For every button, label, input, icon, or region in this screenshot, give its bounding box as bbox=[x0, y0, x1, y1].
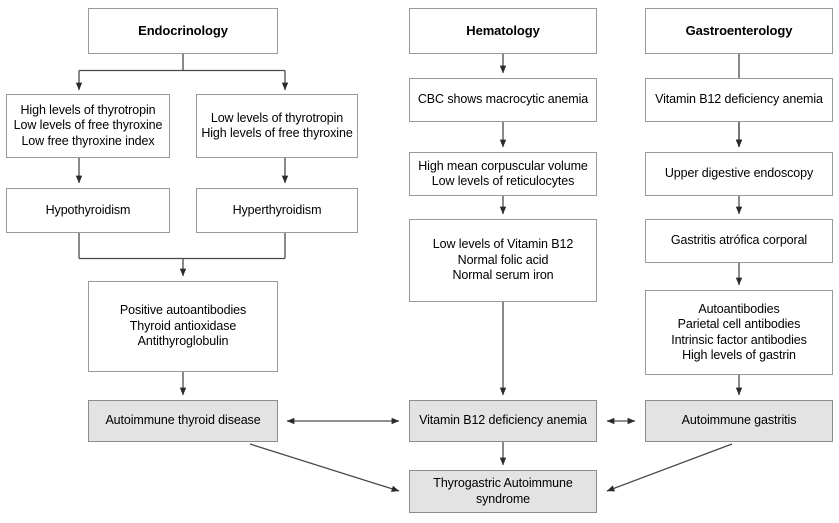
node-thyroid-autoantibodies[interactable]: Positive autoantibodies Thyroid antioxid… bbox=[88, 281, 278, 372]
node-hyperthyroidism[interactable]: Hyperthyroidism bbox=[196, 188, 358, 233]
node-cbc-macrocytic-anemia[interactable]: CBC shows macrocytic anemia bbox=[409, 78, 597, 122]
node-autoimmune-thyroid-disease[interactable]: Autoimmune thyroid disease bbox=[88, 400, 278, 442]
node-thyrogastric-autoimmune-syndrome[interactable]: Thyrogastric Autoimmune syndrome bbox=[409, 470, 597, 513]
node-hyperthyroid-labs[interactable]: Low levels of thyrotropin High levels of… bbox=[196, 94, 358, 158]
node-upper-digestive-endoscopy[interactable]: Upper digestive endoscopy bbox=[645, 152, 833, 196]
node-mcv-reticulocytes[interactable]: High mean corpuscular volume Low levels … bbox=[409, 152, 597, 196]
node-endocrinology-header[interactable]: Endocrinology bbox=[88, 8, 278, 54]
edge-atd-to-syndrome-diagonal bbox=[249, 443, 400, 492]
edge-gastritis-to-syndrome-diagonal bbox=[606, 443, 733, 492]
node-gastro-b12-deficiency-anemia[interactable]: Vitamin B12 deficiency anemia bbox=[645, 78, 833, 122]
node-b12-labs[interactable]: Low levels of Vitamin B12 Normal folic a… bbox=[409, 219, 597, 302]
node-hematology-header[interactable]: Hematology bbox=[409, 8, 597, 54]
node-hypothyroid-labs[interactable]: High levels of thyrotropin Low levels of… bbox=[6, 94, 170, 158]
node-gastric-autoantibodies[interactable]: Autoantibodies Parietal cell antibodies … bbox=[645, 290, 833, 375]
node-autoimmune-gastritis[interactable]: Autoimmune gastritis bbox=[645, 400, 833, 442]
node-gastroenterology-header[interactable]: Gastroenterology bbox=[645, 8, 833, 54]
node-gastritis-atrofica-corporal[interactable]: Gastritis atrófica corporal bbox=[645, 219, 833, 263]
node-vitamin-b12-deficiency-anemia[interactable]: Vitamin B12 deficiency anemia bbox=[409, 400, 597, 442]
node-hypothyroidism[interactable]: Hypothyroidism bbox=[6, 188, 170, 233]
